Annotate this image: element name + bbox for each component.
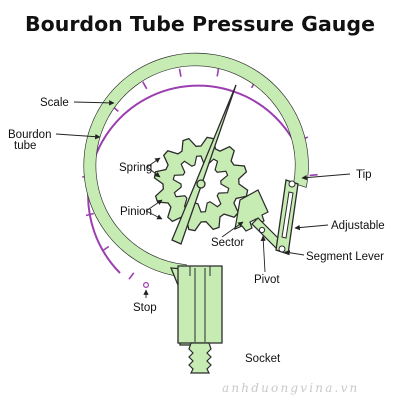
pointer-hand	[171, 84, 237, 245]
adjustable-slot	[281, 191, 294, 239]
scale-arrow	[73, 100, 115, 106]
pinion-arrow	[145, 199, 163, 212]
bourdon-tube-arrow	[55, 133, 101, 140]
pinion-arrow-2	[145, 210, 163, 220]
pointer-hub	[196, 179, 206, 189]
scale-tick	[85, 212, 94, 217]
scale-tick	[178, 68, 182, 77]
label-scale: Scale	[40, 97, 69, 109]
stop-marker	[143, 282, 150, 289]
label-bourdon-tube-1: Bourdon	[8, 129, 51, 141]
pivot-arrow	[260, 235, 266, 273]
adjustable-arrow	[294, 224, 329, 231]
scale-tick	[142, 81, 148, 90]
socket-thread	[188, 342, 212, 374]
lever-joint	[278, 245, 286, 253]
scale-tick	[309, 173, 318, 177]
scale-tick	[216, 68, 220, 77]
tip-arrow	[301, 173, 351, 181]
watermark: anhduongvina.vn	[222, 381, 359, 395]
label-pinion: Pinion	[120, 206, 152, 218]
segment-lever-arrow	[284, 250, 305, 256]
socket-block	[177, 265, 223, 344]
scale-tick	[101, 245, 110, 252]
sector-arrow	[221, 221, 244, 238]
label-adjustable: Adjustable	[331, 220, 385, 232]
label-socket: Socket	[245, 353, 281, 365]
tip-joint	[288, 180, 296, 188]
spring-arrow-2	[146, 166, 161, 178]
label-pivot: Pivot	[254, 274, 280, 286]
label-segment-lever: Segment Lever	[306, 251, 384, 263]
label-spring: Spring	[119, 162, 152, 174]
pivot-joint	[258, 226, 266, 234]
scale-arc	[87, 84, 307, 274]
label-tip: Tip	[356, 169, 372, 181]
label-stop: Stop	[133, 302, 157, 314]
spring-arrow	[146, 157, 161, 168]
scale-tick	[128, 272, 135, 280]
socket-inner	[189, 266, 211, 276]
label-sector: Sector	[211, 237, 244, 249]
label-bourdon-tube-2: tube	[14, 140, 36, 152]
diagram-title: Bourdon Tube Pressure Gauge	[25, 12, 375, 36]
